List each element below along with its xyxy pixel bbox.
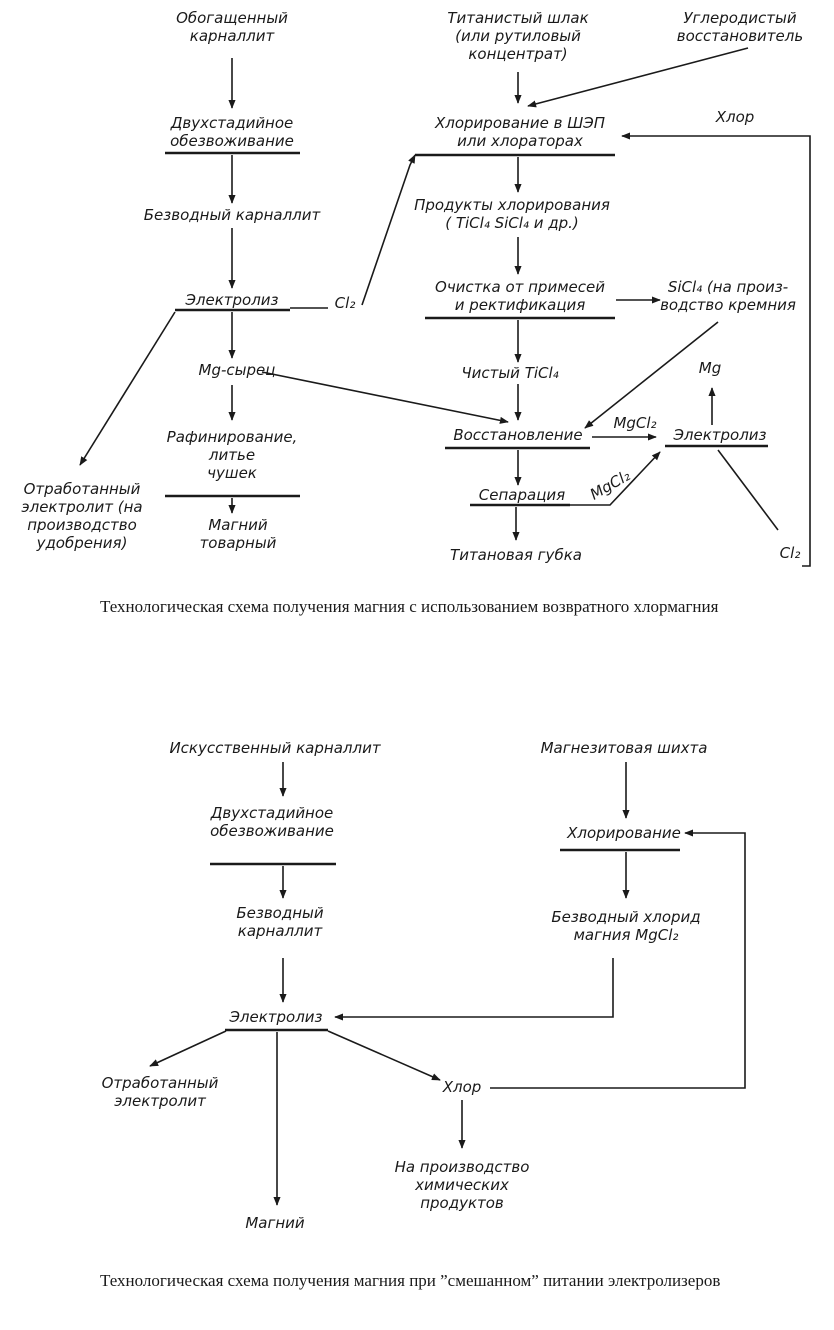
node-pure-ticl4: Чистый TiCl₄ [461, 364, 558, 382]
node-electrolysis-2: Электролиз [228, 1008, 322, 1026]
node-chlorine-label: Хлор [715, 108, 755, 126]
node-mg-right: Mg [699, 359, 721, 377]
caption-diagram-1: Технологическая схема получения магния с… [100, 597, 719, 616]
node-anhydrous-carnallite: Безводный карналлит [144, 206, 322, 224]
node-artificial-carnallite: Искусственный карналлит [169, 739, 381, 757]
caption-diagram-2: Технологическая схема получения магния п… [100, 1271, 721, 1290]
node-magnesite-charge: Магнезитовая шихта [541, 739, 708, 757]
node-separation: Сепарация [479, 486, 565, 504]
node-chlorination-products: Продукты хлорирования( TiCl₄ SiCl₄ и др.… [414, 196, 610, 232]
node-magnesium: Магний [245, 1214, 305, 1232]
node-cl2-left: Cl₂ [335, 294, 356, 312]
node-electrolysis-right: Электролиз [672, 426, 766, 444]
node-mgcl2-1: MgCl₂ [613, 414, 656, 432]
node-sicl4: SiCl₄ (на произ-водство кремния [660, 278, 796, 314]
node-electrolysis: Электролиз [184, 291, 278, 309]
node-cl2-right: Cl₂ [780, 544, 801, 562]
node-reduction: Восстановление [453, 426, 582, 444]
node-raw-mg: Mg-сырец [199, 361, 276, 379]
node-ti-sponge: Титановая губка [450, 546, 582, 564]
node-mgcl2-2: MgCl₂ [587, 466, 633, 503]
node-chlorination-2: Хлорирование [566, 824, 681, 842]
node-chlorine-2: Хлор [442, 1078, 482, 1096]
